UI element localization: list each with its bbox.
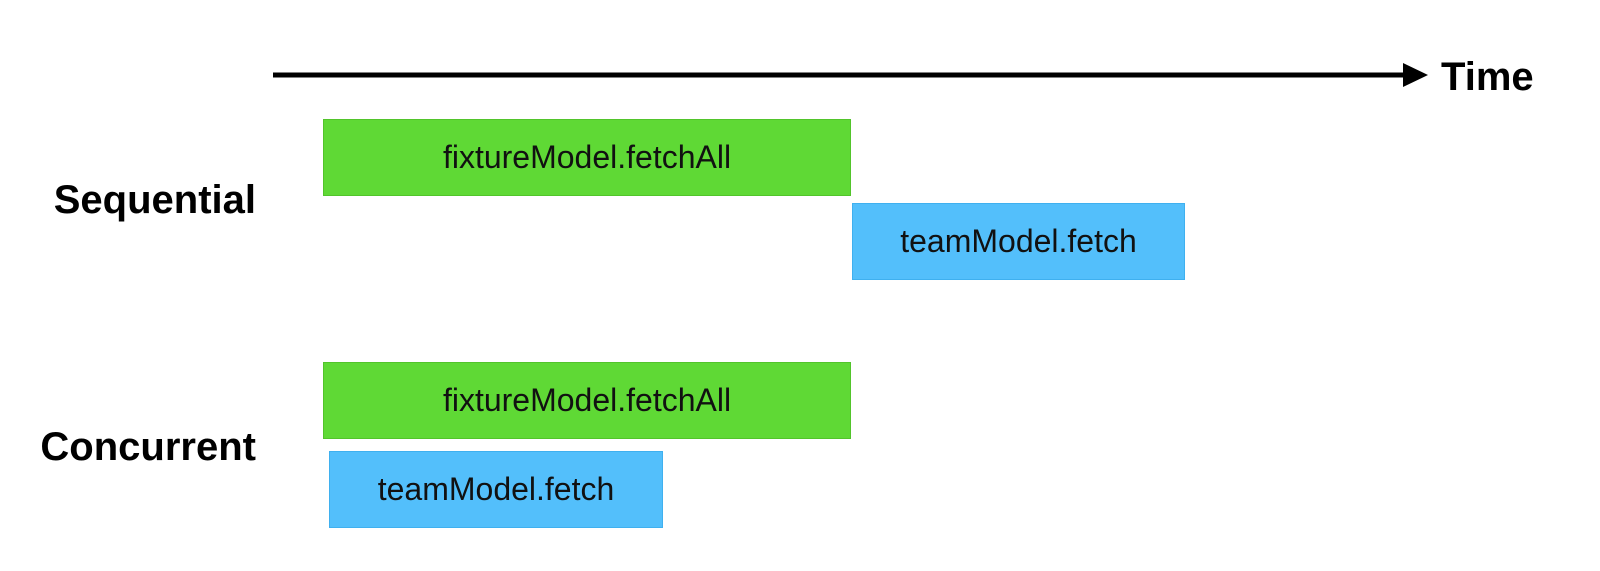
time-axis-arrowhead bbox=[1403, 63, 1428, 87]
sequential-fixture-fetchall-bar: fixtureModel.fetchAll bbox=[323, 119, 851, 196]
task-label: teamModel.fetch bbox=[377, 471, 615, 507]
sequential-team-fetch-bar: teamModel.fetch bbox=[852, 203, 1185, 280]
time-axis-label: Time bbox=[1441, 55, 1534, 99]
concurrent-fixture-fetchall-bar: fixtureModel.fetchAll bbox=[323, 362, 851, 439]
task-label: fixtureModel.fetchAll bbox=[442, 382, 732, 418]
task-label: teamModel.fetch bbox=[900, 223, 1137, 259]
task-label: fixtureModel.fetchAll bbox=[442, 139, 732, 175]
concurrent-team-fetch-bar: teamModel.fetch bbox=[329, 451, 663, 528]
concurrent-row-label: Concurrent bbox=[40, 425, 256, 469]
sequential-row-label: Sequential bbox=[53, 178, 256, 222]
